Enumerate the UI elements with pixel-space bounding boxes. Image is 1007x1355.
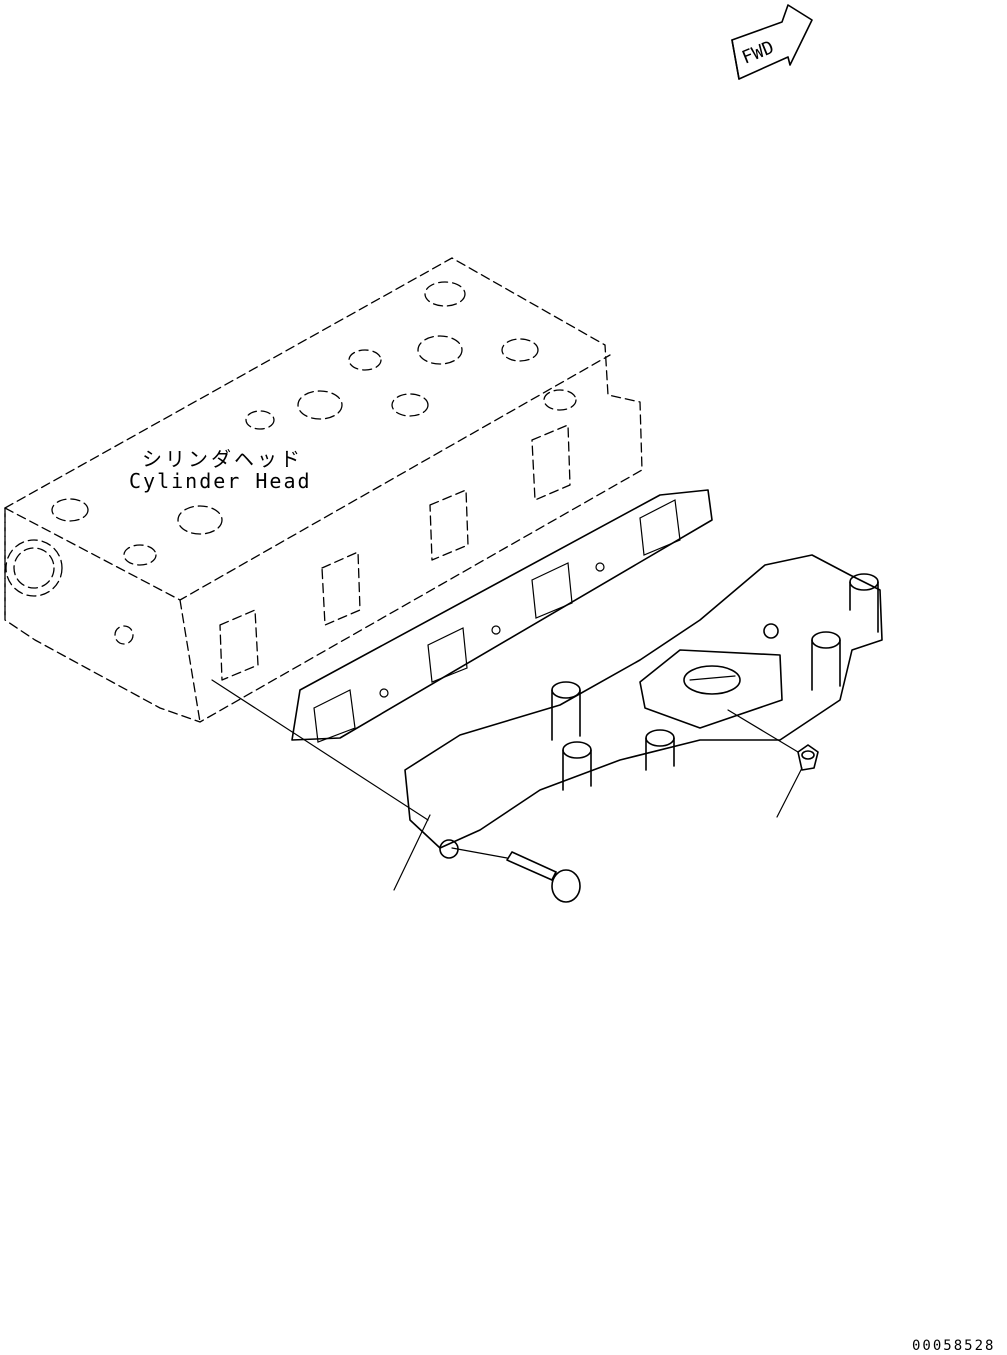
plug-center-line	[727, 709, 799, 753]
cylinder-head-outline	[4, 257, 643, 723]
alignment-line	[211, 679, 429, 821]
drawing-number: 00058528	[912, 1338, 996, 1354]
mounting-bolt	[506, 851, 581, 903]
exhaust-manifold	[404, 554, 883, 859]
cylinder-head-label-jp: シリンダヘッド	[142, 447, 303, 471]
leader-line-bolt	[393, 814, 431, 891]
exhaust-manifold-gasket	[291, 489, 713, 743]
fwd-arrow-icon: FWD	[731, 4, 813, 80]
plug-fitting	[797, 744, 819, 771]
leader-line-plug	[776, 767, 803, 818]
cylinder-head-label-en: Cylinder Head	[129, 469, 312, 493]
bolt-center-line	[451, 847, 508, 859]
